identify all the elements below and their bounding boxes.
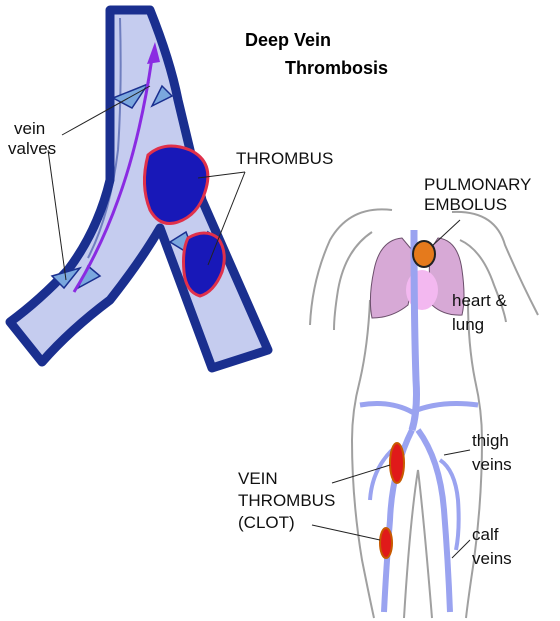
label-heart-2: lung xyxy=(452,315,484,334)
vein-wall xyxy=(10,10,268,368)
clot-leader xyxy=(332,465,390,483)
label-clot-1: VEIN xyxy=(238,469,278,488)
thigh-clot xyxy=(390,443,404,483)
label-clot-3: (CLOT) xyxy=(238,513,295,532)
clot-leader xyxy=(312,525,380,540)
label-calf-1: calf xyxy=(472,525,499,544)
calf-clot xyxy=(380,528,392,558)
label-thigh-2: veins xyxy=(472,455,512,474)
label-pulmonary-1: PULMONARY xyxy=(424,175,531,194)
vein-cutaway xyxy=(10,10,268,368)
left-lung xyxy=(370,238,412,318)
thigh-veins-leader xyxy=(444,450,470,455)
label-thrombus: THROMBUS xyxy=(236,149,333,168)
label-clot-2: THROMBUS xyxy=(238,491,335,510)
label-heart-1: heart & xyxy=(452,291,507,310)
torso-left xyxy=(352,300,370,440)
title-line-1: Deep Vein xyxy=(245,30,331,50)
crotch-outline xyxy=(404,470,432,618)
pulmonary-embolus xyxy=(413,241,435,267)
title-line-2: Thrombosis xyxy=(285,58,388,78)
label-vein-valves-2: valves xyxy=(8,139,56,158)
label-calf-2: veins xyxy=(472,549,512,568)
thigh-vein-branch xyxy=(370,450,392,500)
left-leg-outline xyxy=(352,440,374,618)
label-pulmonary-2: EMBOLUS xyxy=(424,195,507,214)
vein-valves-leader xyxy=(48,150,66,280)
left-arm-inner xyxy=(334,232,372,330)
label-vein-valves-1: vein xyxy=(14,119,45,138)
label-thigh-1: thigh xyxy=(472,431,509,450)
